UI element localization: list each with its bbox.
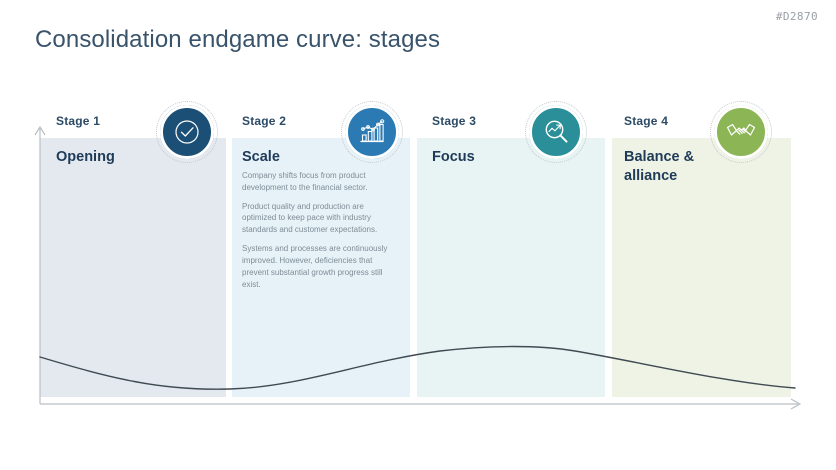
badge-inner-ring: [714, 105, 768, 159]
stage-body-2: Company shifts focus from product develo…: [242, 170, 399, 297]
y-axis-arrow: [34, 125, 46, 136]
stage-icon-badge-2[interactable]: [341, 101, 403, 163]
bar-chart-trend-icon: [360, 119, 385, 143]
stage-panel-3: [417, 138, 605, 397]
dotted-ring: [341, 101, 403, 163]
stage-icon-badge-4[interactable]: [710, 101, 772, 163]
stage-heading-4: Balance & alliance: [624, 149, 695, 184]
badge-inner-ring: [345, 105, 399, 159]
dotted-ring: [710, 101, 772, 163]
dotted-ring: [525, 101, 587, 163]
stage-heading-1: Opening: [56, 149, 115, 165]
stage-label-4: Stage 4: [624, 114, 669, 128]
page-title: Consolidation endgame curve: stages: [35, 26, 441, 53]
x-axis-arrow: [790, 398, 802, 410]
stage-icon-badge-3[interactable]: [525, 101, 587, 163]
stage-body-paragraph: Product quality and production are optim…: [242, 201, 378, 235]
stage-heading-3: Focus: [432, 149, 475, 165]
dotted-ring: [156, 101, 218, 163]
stage-body-paragraph: Systems and processes are continuously i…: [242, 244, 388, 289]
stage-label-3: Stage 3: [432, 114, 477, 128]
stage-body-paragraph: Company shifts focus from product develo…: [242, 171, 368, 192]
stage-heading-2: Scale: [242, 149, 280, 165]
check-circle-icon: [175, 120, 199, 144]
stage-label-2: Stage 2: [242, 114, 287, 128]
stage-panel-1: [40, 138, 226, 397]
magnifier-chart-icon: [545, 120, 568, 143]
badge-inner-ring: [160, 105, 214, 159]
badge-inner-ring: [529, 105, 583, 159]
slide-id-code: #D2870: [775, 10, 818, 23]
stage-label-1: Stage 1: [56, 114, 101, 128]
handshake-icon: [726, 123, 756, 136]
stage-icon-badge-1[interactable]: [156, 101, 218, 163]
